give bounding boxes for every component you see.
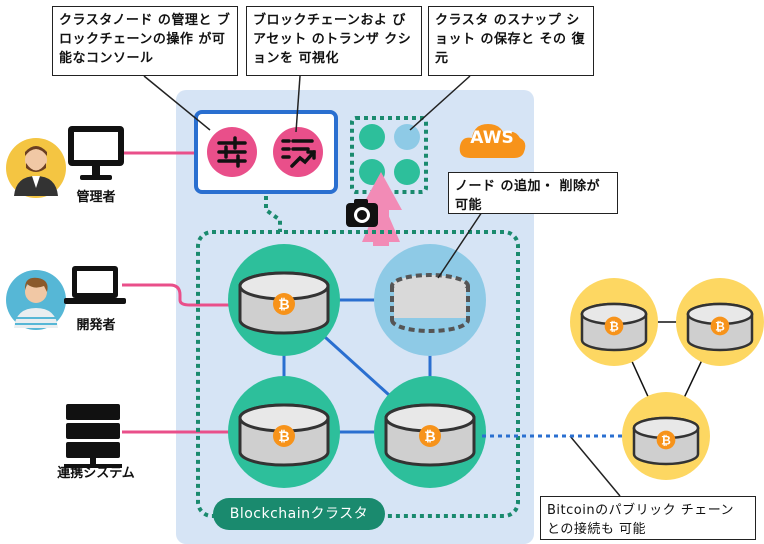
snapshot-node-4: [394, 159, 420, 185]
camera-icon: [346, 199, 378, 227]
public-drum-right: [686, 302, 754, 352]
developer-connection-line: [122, 283, 230, 307]
sliders-icon: [217, 136, 247, 168]
callout-visualize: ブロックチェーンおよ びアセット のトランザ クションを 可視化: [246, 6, 422, 76]
label-system: 連携システム: [57, 466, 135, 481]
drum-top-left: [238, 271, 330, 335]
laptop-icon: [64, 266, 126, 304]
pointer-console: [143, 75, 211, 131]
pointer-snapshot: [409, 75, 471, 131]
monitor-icon: [68, 126, 124, 180]
label-developer: 開発者: [76, 318, 116, 333]
placeholder-drum: [390, 273, 470, 333]
developer-person-icon: [14, 277, 58, 328]
callout-add-remove: ノード の追加・ 削除が 可能: [448, 172, 618, 214]
admin-person-icon: [14, 146, 58, 196]
trend-list-icon: [281, 139, 316, 168]
server-icon: [64, 404, 122, 468]
public-drum-left: [580, 302, 648, 352]
snapshot-arrow-head: [360, 172, 402, 210]
aws-label: AWS: [470, 128, 514, 148]
drum-bottom-left: [238, 403, 330, 467]
callout-public-chain: Bitcoinのパブリック チェーン との接続も 可能: [540, 496, 756, 540]
aws-badge: AWS: [456, 114, 528, 164]
pointer-public-chain: [569, 435, 621, 497]
pointer-visualize: [295, 75, 301, 133]
label-admin: 管理者: [76, 190, 116, 205]
callout-console: クラスタノード の管理と ブロックチェーンの操作 が可能なコンソール: [52, 6, 238, 76]
aws-cloud-icon: [459, 124, 526, 158]
pointer-add-remove: [437, 211, 483, 279]
cluster-label-pill: Blockchainクラスタ: [213, 498, 385, 530]
callout-snapshot: クラスタ のスナップ ショット の保存と その 復元: [428, 6, 594, 76]
drum-bottom-right: [384, 403, 476, 467]
public-drum-bottom: [632, 416, 700, 466]
snapshot-node-2: [394, 124, 420, 150]
snapshot-node-1: [359, 124, 385, 150]
